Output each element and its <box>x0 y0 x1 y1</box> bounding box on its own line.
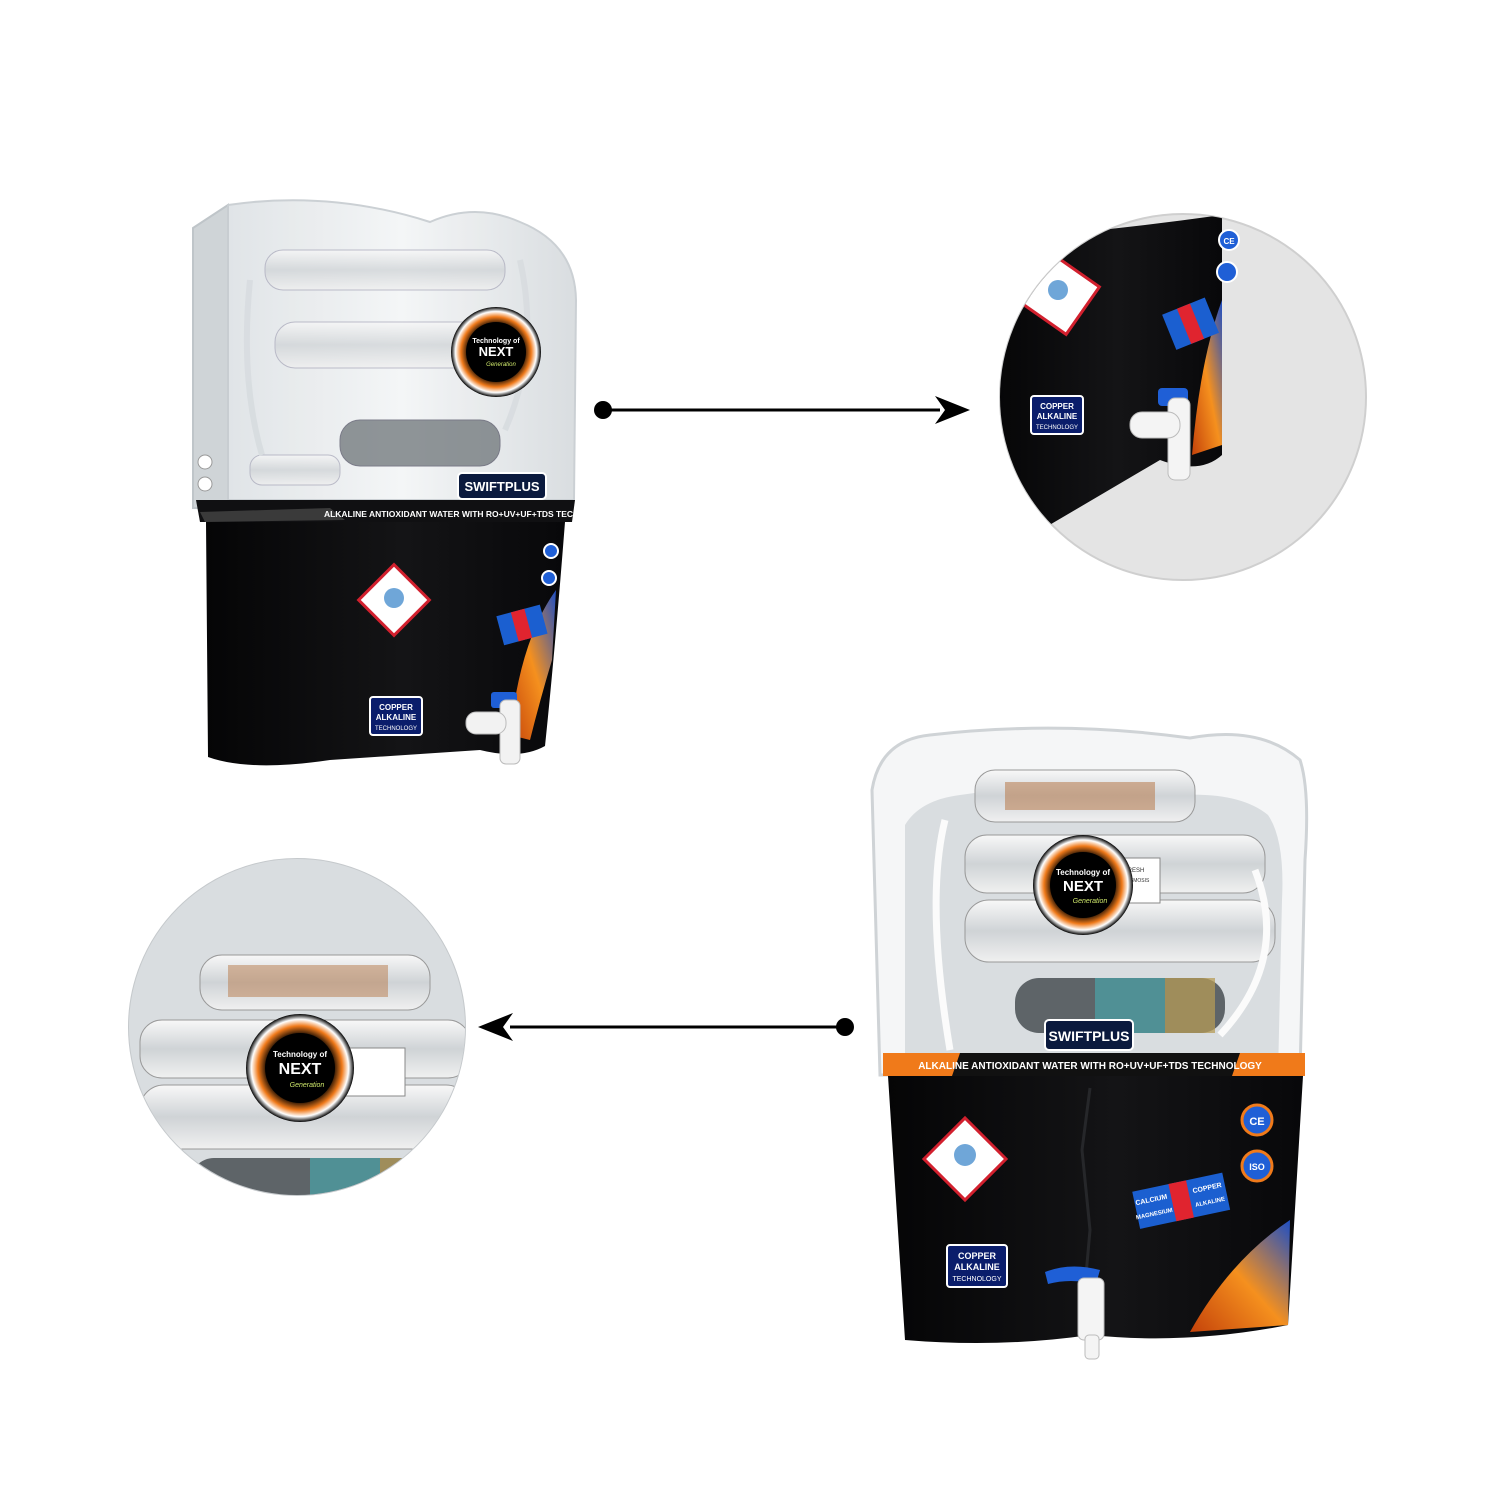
mineral-sticker <box>496 604 548 646</box>
svg-text:TECHNOLOGY: TECHNOLOGY <box>375 726 417 732</box>
svg-text:ISO: ISO <box>1249 1162 1265 1172</box>
svg-text:Technology of: Technology of <box>1056 868 1110 877</box>
svg-text:COPPER: COPPER <box>379 703 413 712</box>
arrow-to-tap-zoom <box>594 396 970 424</box>
swiftplus-logo: SWIFTPLUS <box>1044 1019 1134 1051</box>
tap-icon <box>1045 1266 1105 1360</box>
svg-text:Generation: Generation <box>290 1082 325 1089</box>
badge-line1: Technology of <box>472 338 520 345</box>
next-generation-badge: Technology of NEXT Generation <box>451 307 541 397</box>
next-generation-badge: Technology of NEXT Generation <box>246 1014 354 1122</box>
badge-line2: NEXT <box>479 344 514 359</box>
svg-text:Technology of: Technology of <box>273 1050 327 1059</box>
svg-text:SWIFTPLUS: SWIFTPLUS <box>1049 1028 1130 1044</box>
copper-alkaline-sticker: COPPER ALKALINE TECHNOLOGY <box>946 1244 1008 1288</box>
purifier-angled: Technology of NEXT Generation SWIFTPLUS … <box>192 199 616 766</box>
band-text: ALKALINE ANTIOXIDANT WATER WITH RO+UV+UF… <box>324 509 616 519</box>
arrow-to-filter-zoom <box>478 1013 854 1041</box>
svg-text:COPPER: COPPER <box>1040 402 1074 411</box>
copper-alkaline-sticker: COPPER ALKALINE TECHNOLOGY <box>369 696 423 736</box>
svg-text:CE: CE <box>1223 237 1235 246</box>
svg-text:TECHNOLOGY: TECHNOLOGY <box>1036 425 1078 431</box>
next-generation-badge: Technology of NEXT Generation <box>1033 835 1133 935</box>
quality-sticker <box>921 1115 1009 1203</box>
svg-text:ALKALINE: ALKALINE <box>954 1262 1000 1272</box>
svg-text:SWIFTPLUS: SWIFTPLUS <box>258 1221 339 1237</box>
swiftplus-logo: SWIFTPLUS <box>253 1213 343 1243</box>
ce-icon <box>1218 229 1240 251</box>
svg-text:NEXT: NEXT <box>279 1061 322 1078</box>
svg-text:NEXT: NEXT <box>1063 878 1103 895</box>
svg-text:ALKALINE: ALKALINE <box>376 713 417 722</box>
quality-sticker <box>356 562 432 638</box>
band-text: ALKALINE ANTIOXIDANT WATER WITH RO+UV+UF… <box>918 1061 1262 1072</box>
tap-zoom-circle: CE COPPER ALKALINE TECHNOLOGY <box>999 213 1367 581</box>
band-text: OXIDANT WATER WITH RO+UV+UF+TDS <box>203 1255 416 1267</box>
svg-text:COPPER: COPPER <box>958 1251 997 1261</box>
mineral-sticker <box>1162 297 1219 350</box>
svg-text:ALKALINE: ALKALINE <box>1037 412 1078 421</box>
iso-icon: ISO <box>1240 1149 1274 1183</box>
svg-text:Generation: Generation <box>1073 898 1108 905</box>
tap-icon <box>465 692 521 765</box>
svg-text:CE: CE <box>1249 1116 1264 1128</box>
filter-zoom-circle: Technology of NEXT Generation SWIFTPLUS … <box>128 858 466 1267</box>
iso-icon <box>1216 261 1238 283</box>
purifier-front: AQUA FRESH REVERSE OSMOSIS Technology of… <box>870 726 1309 1360</box>
tap-icon <box>1129 388 1191 481</box>
mineral-sticker: CALCIUM MAGNESIUM COPPER ALKALINE <box>1132 1172 1231 1229</box>
copper-alkaline-sticker: COPPER ALKALINE TECHNOLOGY <box>1030 395 1084 435</box>
ce-icon <box>543 543 559 559</box>
ce-icon: CE <box>1240 1103 1274 1137</box>
swiftplus-logo: SWIFTPLUS <box>457 472 547 500</box>
swiftplus-text: SWIFTPLUS <box>464 479 539 494</box>
svg-text:TECHNOLOGY: TECHNOLOGY <box>952 1276 1001 1283</box>
badge-line3: Generation <box>486 362 516 368</box>
iso-icon <box>541 570 557 586</box>
